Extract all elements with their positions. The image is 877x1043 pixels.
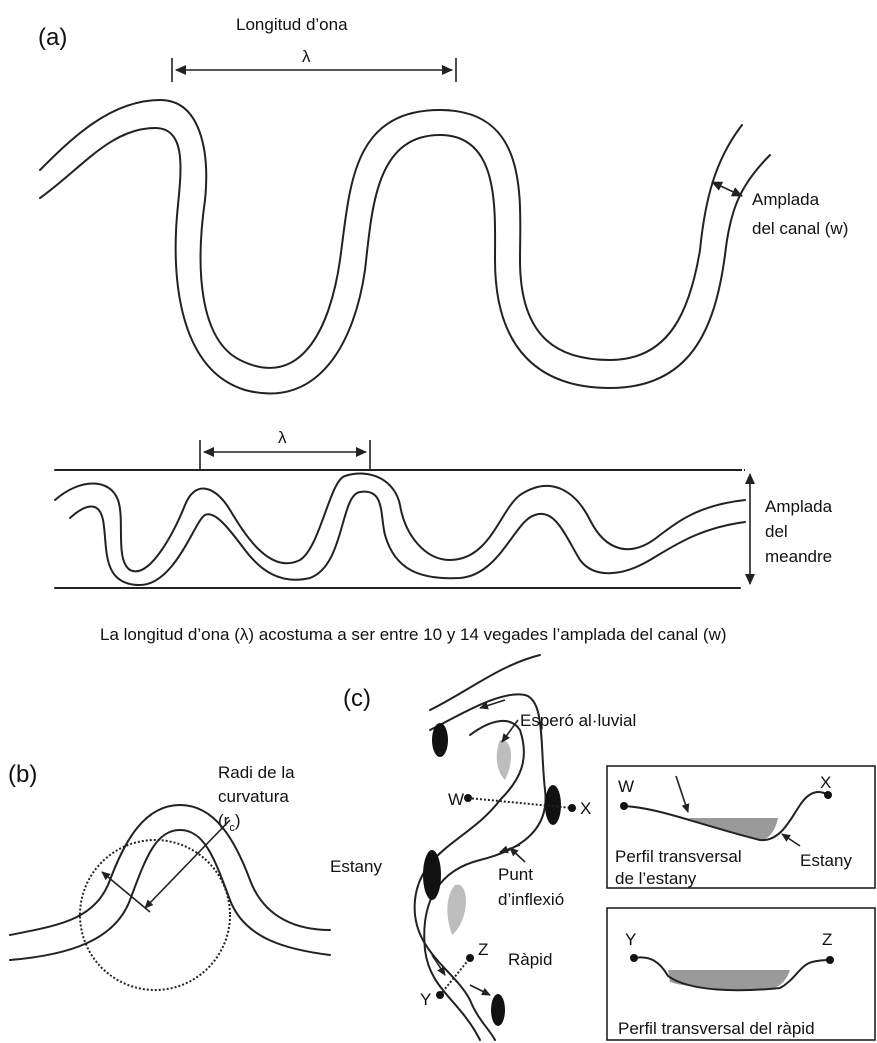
inflection-label-1: Punt [498,865,533,884]
riffle-profile-left: Y [625,930,636,949]
channel-width-dimension [712,182,742,196]
point-w: W [448,790,464,809]
radius-label-1: Radi de la [218,763,295,782]
belt-width-label-2: del [765,522,788,541]
meandering-channel [40,100,770,393]
wavelength-symbol: λ [302,47,311,66]
pool-profile-right: X [820,773,831,792]
pool-profile-title-2: de l’estany [615,869,697,888]
meander-belt-channel [55,474,745,585]
point-x: X [580,799,591,818]
radius-label-3: (rc) [218,811,241,834]
inflection-label-2: d’inflexió [498,890,564,909]
channel-width-label-2: del canal (w) [752,219,848,238]
pool-marker [491,994,505,1026]
belt-wavelength-symbol: λ [278,428,287,447]
pool-profile-left: W [618,777,634,796]
pool-marker [545,785,561,825]
point-bar-label: Esperó al·luvial [520,711,636,730]
panel-b-label: (b) [8,761,37,788]
belt-width-label-3: meandre [765,547,832,566]
riffle-profile-right: Z [822,930,832,949]
riffle-label: Ràpid [508,950,552,969]
pool-label: Estany [330,857,382,876]
riffle-profile-title: Perfil transversal del ràpid [618,1019,815,1038]
meander-belt-bounds [55,470,745,588]
curvature-bend [10,805,330,990]
belt-width-label-1: Amplada [765,497,833,516]
point-z: Z [478,940,488,959]
radius-label-2: curvatura [218,787,289,806]
pool-marker [432,723,448,757]
panel-a-label: (a) [38,24,67,51]
wavelength-dimension [172,58,456,82]
wavelength-caption: Longitud d’ona [236,15,348,34]
pool-profile-pool-label: Estany [800,851,852,870]
wavelength-note: La longitud d’ona (λ) acostuma a ser ent… [100,625,727,644]
panel-c-label: (c) [343,685,371,712]
point-y: Y [420,990,431,1009]
pool-marker [423,850,441,900]
pool-profile-title-1: Perfil transversal [615,847,742,866]
channel-width-label-1: Amplada [752,190,820,209]
